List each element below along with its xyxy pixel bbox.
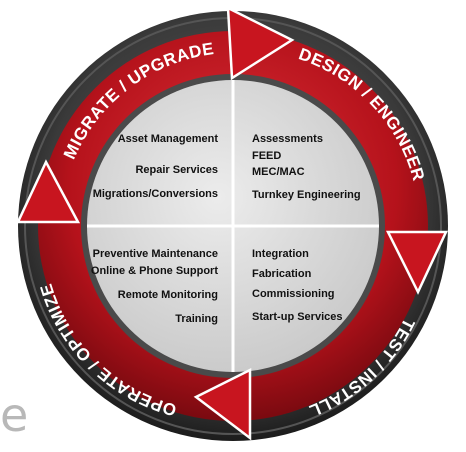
quadrant-top-left: Asset Management Repair Services Migrati… xyxy=(93,133,219,200)
quadrant-top-right: Assessments FEED MEC/MAC Turnkey Enginee… xyxy=(252,133,361,201)
service-item: Repair Services xyxy=(135,164,218,176)
service-item: Training xyxy=(175,313,218,325)
service-item: Migrations/Conversions xyxy=(93,188,218,200)
service-item: Fabrication xyxy=(252,268,312,280)
arrowhead-top-right xyxy=(226,5,295,81)
arrowhead-right-bottom xyxy=(385,230,448,295)
service-item: Preventive Maintenance xyxy=(93,248,218,260)
service-item: Turnkey Engineering xyxy=(252,189,361,201)
service-item: Integration xyxy=(252,248,309,260)
service-item: MEC/MAC xyxy=(252,166,305,178)
quadrant-bottom-right: Integration Fabrication Commissioning St… xyxy=(252,248,342,323)
service-item: Assessments xyxy=(252,133,323,145)
service-item: Start-up Services xyxy=(252,311,342,323)
service-item: Remote Monitoring xyxy=(118,289,218,301)
stray-glyph: e xyxy=(0,388,29,442)
service-item: Commissioning xyxy=(252,288,335,300)
service-item: FEED xyxy=(252,150,281,162)
quadrant-bottom-left: Preventive Maintenance Online & Phone Su… xyxy=(91,248,218,325)
arrowhead-bottom-left xyxy=(193,367,252,441)
service-item: Online & Phone Support xyxy=(91,265,218,277)
arrowhead-left-top xyxy=(16,159,81,224)
service-item: Asset Management xyxy=(118,133,219,145)
